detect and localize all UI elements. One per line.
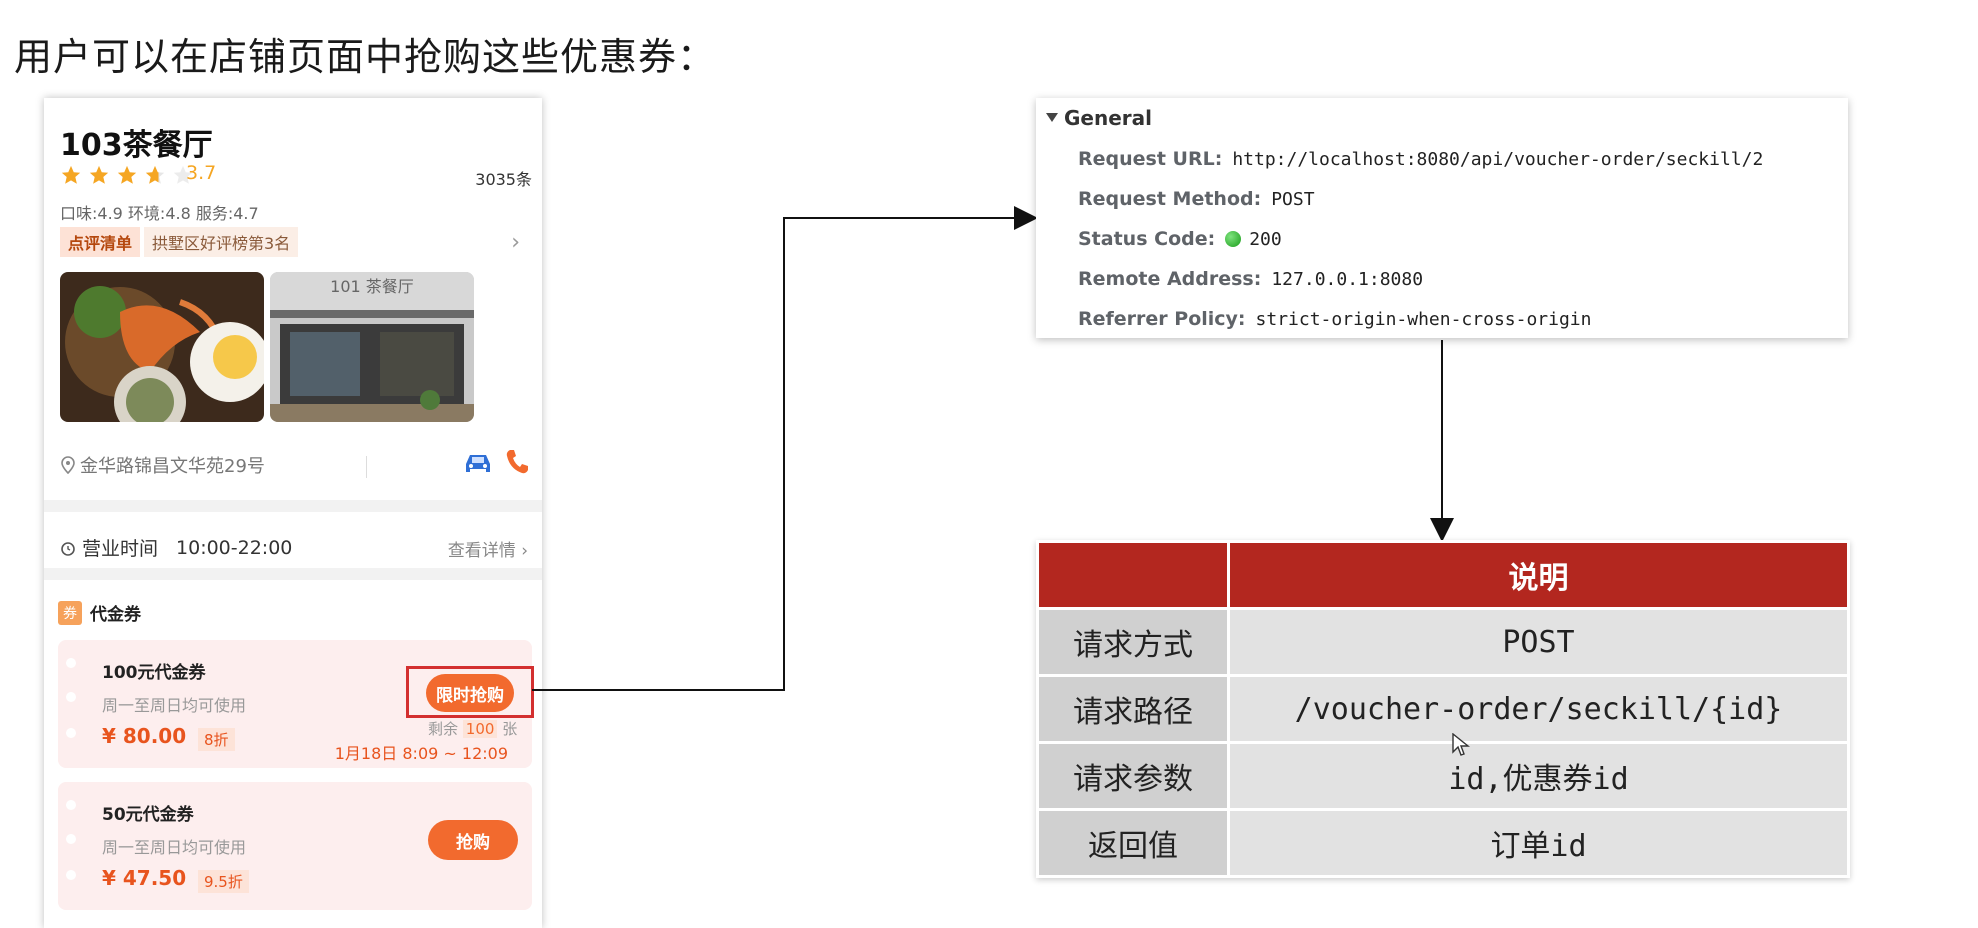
- table-row: 请求参数 id,优惠券id: [1036, 741, 1850, 811]
- table-row: 返回值 订单id: [1036, 808, 1850, 878]
- general-header[interactable]: General: [1046, 106, 1152, 130]
- decor-dot: [66, 800, 76, 810]
- voucher-price: ¥ 80.00: [102, 724, 187, 748]
- shop-photo-food[interactable]: [60, 272, 264, 422]
- voucher-title: 100元代金券: [102, 663, 206, 683]
- remaining-suffix: 张: [502, 720, 518, 738]
- table-row: 请求方式 POST: [1036, 607, 1850, 677]
- section-separator: [44, 500, 542, 512]
- general-title: General: [1064, 106, 1152, 130]
- table-key: 返回值: [1036, 808, 1230, 878]
- api-spec-table: 说明 请求方式 POST 请求路径 /voucher-order/seckill…: [1036, 540, 1850, 878]
- referrer-policy-row: Referrer Policy: strict-origin-when-cros…: [1078, 308, 1591, 330]
- table-value: /voucher-order/seckill/{id}: [1227, 674, 1850, 744]
- row-value: 127.0.0.1:8080: [1271, 268, 1424, 290]
- table-value: 订单id: [1227, 808, 1850, 878]
- table-key: 请求路径: [1036, 674, 1230, 744]
- star-icon: [173, 165, 193, 184]
- voucher-section-header: 券 代金券: [58, 600, 141, 625]
- request-method-row: Request Method: POST: [1078, 188, 1315, 210]
- rating-value: 3.7: [186, 162, 217, 184]
- rank-text: 拱墅区好评榜第3名: [144, 227, 299, 257]
- clock-icon: [61, 541, 75, 556]
- divider: [366, 456, 367, 478]
- table-key: 请求参数: [1036, 741, 1230, 811]
- row-value: http://localhost:8080/api/voucher-order/…: [1232, 148, 1764, 170]
- sale-time-window: 1月18日 8:09 ~ 12:09: [334, 744, 508, 763]
- request-url-row: Request URL: http://localhost:8080/api/v…: [1078, 148, 1763, 170]
- voucher-tag-icon: 券: [58, 600, 82, 625]
- storefront-sign: 101 茶餐厅: [330, 277, 414, 296]
- business-hours-row: 营业时间 10:00-22:00: [60, 534, 292, 561]
- location-pin-icon: [61, 456, 75, 474]
- highlight-box: [406, 666, 534, 718]
- cursor-icon: [1452, 733, 1470, 756]
- address-row[interactable]: 金华路锦昌文华苑29号: [60, 452, 265, 478]
- star-icon: [89, 165, 109, 184]
- page-heading: 用户可以在店铺页面中抢购这些优惠券：: [14, 35, 717, 79]
- car-icon[interactable]: [462, 450, 494, 476]
- decor-dot: [66, 834, 76, 844]
- decor-dot: [66, 658, 76, 668]
- phone-icon[interactable]: [504, 448, 530, 476]
- hours-value: 10:00-22:00: [176, 536, 293, 559]
- table-header-row: 说明: [1036, 540, 1850, 610]
- shop-page-card: 103茶餐厅 3.7 3035条 口味:4.9 环境:4.8 服务:4.7 点评…: [44, 98, 542, 928]
- voucher-discount: 8折: [198, 728, 235, 751]
- shop-name: 103茶餐厅: [60, 128, 213, 163]
- sub-scores: 口味:4.9 环境:4.8 服务:4.7: [60, 204, 259, 223]
- remaining-count: 100: [462, 720, 498, 738]
- buy-button[interactable]: 抢购: [428, 820, 518, 860]
- row-value: strict-origin-when-cross-origin: [1255, 308, 1592, 330]
- remaining-stock: 剩余 100 张: [428, 718, 517, 739]
- rank-tag: 点评清单: [60, 227, 141, 257]
- triangle-down-icon: [1046, 113, 1058, 122]
- address-text: 金华路锦昌文华苑29号: [80, 456, 265, 477]
- status-code-row: Status Code: 200: [1078, 228, 1282, 250]
- status-ok-icon: [1225, 231, 1242, 247]
- view-details-link[interactable]: 查看详情 ›: [447, 541, 528, 561]
- ranking-banner[interactable]: 点评清单 拱墅区好评榜第3名: [60, 227, 299, 257]
- review-count[interactable]: 3035条: [475, 170, 532, 189]
- voucher-discount: 9.5折: [198, 870, 249, 893]
- table-row: 请求路径 /voucher-order/seckill/{id}: [1036, 674, 1850, 744]
- request-general-panel: General Request URL: http://localhost:80…: [1036, 98, 1848, 338]
- decor-dot: [66, 870, 76, 880]
- row-key: Remote Address:: [1078, 268, 1262, 290]
- shop-photo-storefront[interactable]: 101 茶餐厅: [270, 272, 474, 422]
- rating-stars: [60, 164, 194, 186]
- voucher-card: 50元代金券 周一至周日均可使用 ¥ 47.50 9.5折 抢购: [58, 782, 532, 910]
- voucher-section-title: 代金券: [90, 605, 141, 625]
- row-key: Referrer Policy:: [1078, 308, 1246, 330]
- table-value: POST: [1227, 607, 1850, 677]
- voucher-card: 100元代金券 周一至周日均可使用 ¥ 80.00 8折 限时抢购 剩余 100…: [58, 640, 534, 768]
- remote-address-row: Remote Address: 127.0.0.1:8080: [1078, 268, 1423, 290]
- table-value: id,优惠券id: [1227, 741, 1850, 811]
- arrow-to-request: [532, 206, 1038, 691]
- star-icon: [61, 165, 81, 184]
- decor-dot: [66, 728, 76, 738]
- row-value: 200: [1249, 228, 1282, 250]
- row-key: Request Method:: [1078, 188, 1262, 210]
- row-value: POST: [1271, 188, 1315, 210]
- table-key: 请求方式: [1036, 607, 1230, 677]
- voucher-subtitle: 周一至周日均可使用: [102, 838, 247, 857]
- star-icon: [117, 165, 137, 184]
- row-key: Request URL:: [1078, 148, 1223, 170]
- flash-buy-button[interactable]: 限时抢购: [426, 674, 514, 712]
- voucher-price: ¥ 47.50: [102, 866, 187, 890]
- section-separator: [44, 568, 542, 580]
- chevron-right-icon[interactable]: ›: [511, 230, 520, 255]
- table-header-empty: [1036, 540, 1230, 610]
- table-header: 说明: [1227, 540, 1850, 610]
- hours-label: 营业时间: [82, 538, 159, 560]
- decor-dot: [66, 692, 76, 702]
- remaining-prefix: 剩余: [428, 720, 459, 738]
- row-key: Status Code:: [1078, 228, 1216, 250]
- voucher-title: 50元代金券: [102, 805, 194, 825]
- star-icon: [145, 165, 165, 184]
- voucher-subtitle: 周一至周日均可使用: [102, 696, 247, 715]
